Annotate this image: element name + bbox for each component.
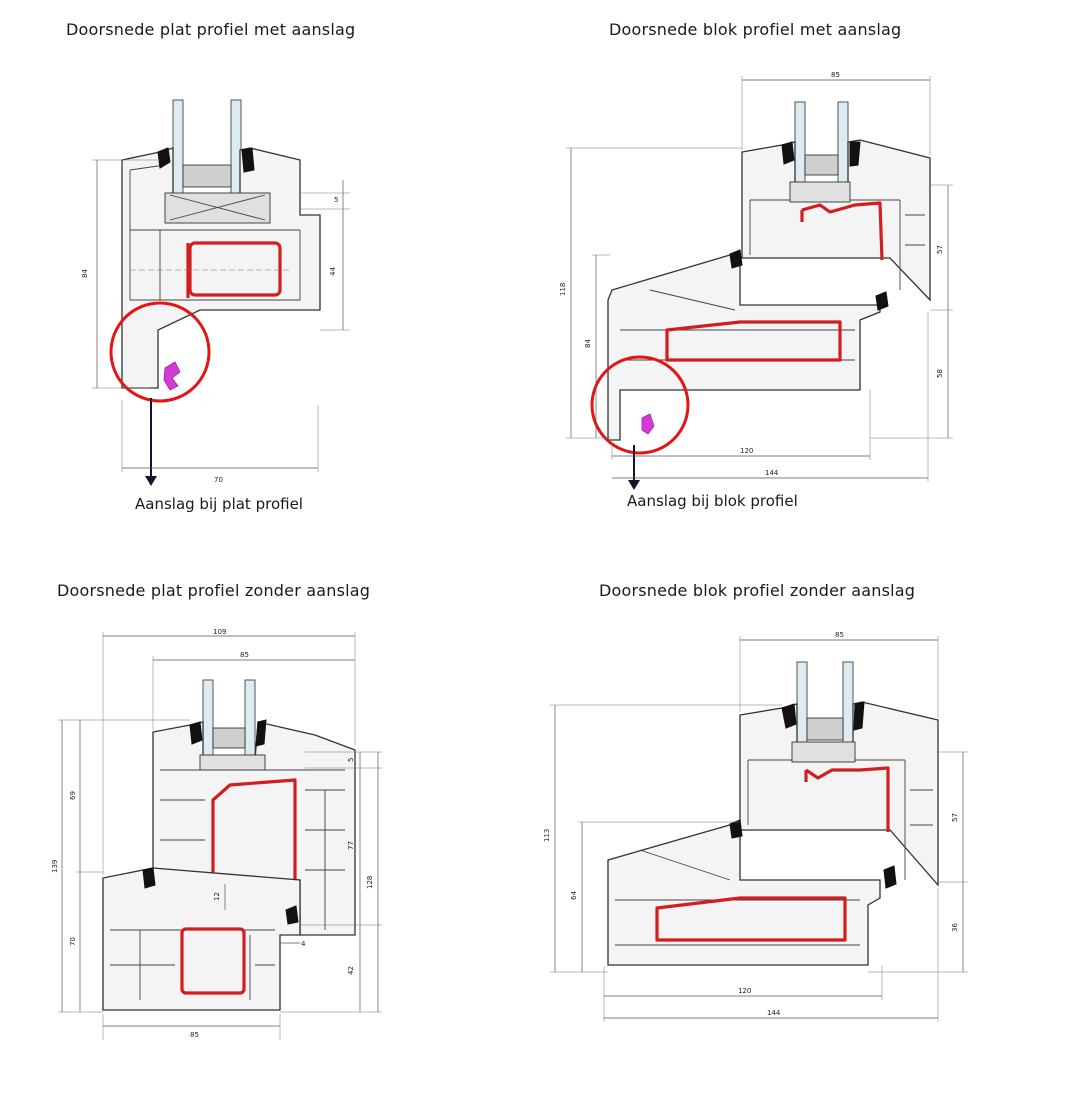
dim-label: 118 (559, 283, 567, 296)
steel-reinforcement (804, 766, 890, 832)
diagram-plat-met-aanslag: 84 5 44 70 (81, 99, 350, 486)
steel-reinforcement (655, 896, 847, 942)
caption-aanslag-blok: Aanslag bij blok profiel (627, 492, 798, 510)
dim-label: 139 (51, 860, 59, 873)
dim-label: 120 (738, 987, 751, 995)
dim-label: 57 (951, 813, 959, 822)
glazing-gasket (853, 701, 865, 731)
dim-label: 85 (835, 631, 844, 639)
frame-profile (607, 821, 881, 966)
dim-label: 128 (366, 876, 374, 889)
dim-label: 5 (347, 758, 355, 762)
glazing-gasket (849, 141, 861, 167)
glazing-gasket (781, 141, 795, 165)
glazing-gasket (241, 147, 255, 173)
dim-label: 12 (213, 892, 221, 901)
glass-pane (796, 661, 808, 748)
dim-label: 113 (543, 829, 551, 842)
steel-reinforcement (800, 201, 884, 261)
glass-pane (837, 101, 849, 188)
glass-spacer (806, 717, 844, 741)
title-blok-met-aanslag: Doorsnede blok profiel met aanslag (609, 20, 902, 39)
dim-label: 85 (190, 1031, 199, 1039)
glass-spacer (804, 154, 839, 176)
title-plat-met-aanslag: Doorsnede plat profiel met aanslag (66, 20, 356, 39)
dim-label: 58 (936, 369, 944, 378)
glazing-bead (199, 754, 266, 771)
caption-aanslag-plat: Aanslag bij plat profiel (135, 495, 303, 513)
frame-gasket (883, 865, 897, 889)
glass-spacer (212, 727, 246, 749)
dim-label: 44 (329, 267, 337, 276)
glass-pane (794, 101, 806, 188)
aanslag-gasket (163, 361, 181, 391)
dim-label: 144 (767, 1009, 781, 1017)
glass-pane (202, 679, 214, 756)
dim-label: 4 (301, 940, 306, 948)
glass-pane (172, 99, 184, 196)
steel-reinforcement (665, 320, 842, 362)
dim-label: 84 (81, 269, 89, 278)
glazing-gasket (189, 721, 203, 745)
dim-label: 70 (214, 476, 223, 484)
aanslag-gasket (641, 413, 655, 435)
title-plat-zonder-aanslag: Doorsnede plat profiel zonder aanslag (57, 581, 371, 600)
diagram-plat-zonder-aanslag: 109 85 139 69 70 5 77 128 42 12 4 85 (51, 628, 382, 1040)
title-blok-zonder-aanslag: Doorsnede blok profiel zonder aanslag (599, 581, 916, 600)
frame-profile (102, 867, 301, 1011)
frame-gasket (142, 867, 156, 889)
frame-gasket (285, 905, 299, 925)
sash-profile (741, 139, 931, 302)
frame-profile (607, 251, 881, 441)
dim-label: 70 (69, 937, 77, 946)
glazing-bead (791, 741, 856, 763)
dim-label: 144 (765, 469, 779, 477)
dim-label: 109 (213, 628, 226, 636)
frame-gasket (729, 819, 743, 839)
frame-gasket (875, 291, 889, 311)
dim-label: 84 (584, 339, 592, 348)
steel-reinforcement (211, 778, 297, 886)
dim-label: 5 (334, 196, 338, 204)
dim-label: 42 (347, 966, 355, 975)
dim-label: 69 (69, 791, 77, 800)
diagram-blok-zonder-aanslag: 85 113 64 57 36 120 144 (543, 631, 968, 1022)
glazing-gasket (157, 147, 171, 169)
dim-label: 85 (831, 71, 840, 79)
aanslag-highlight-circle (590, 355, 690, 455)
frame-gasket (729, 249, 743, 269)
glazing-bead (789, 181, 851, 203)
aanslag-highlight-circle (109, 301, 211, 403)
steel-reinforcement (188, 241, 282, 297)
dim-label: 77 (347, 841, 355, 850)
dim-label: 64 (570, 891, 578, 900)
steel-reinforcement (180, 927, 246, 995)
dim-label: 120 (740, 447, 753, 455)
glazing-gasket (781, 703, 797, 729)
diagram-blok-met-aanslag: 85 118 84 57 58 120 144 (559, 71, 953, 490)
glass-pane (842, 661, 854, 748)
glazing-gasket (255, 719, 267, 747)
glass-pane (244, 679, 256, 756)
glass-spacer (182, 164, 232, 188)
dim-label: 57 (936, 245, 944, 254)
dim-label: 36 (951, 923, 959, 932)
dim-label: 85 (240, 651, 249, 659)
